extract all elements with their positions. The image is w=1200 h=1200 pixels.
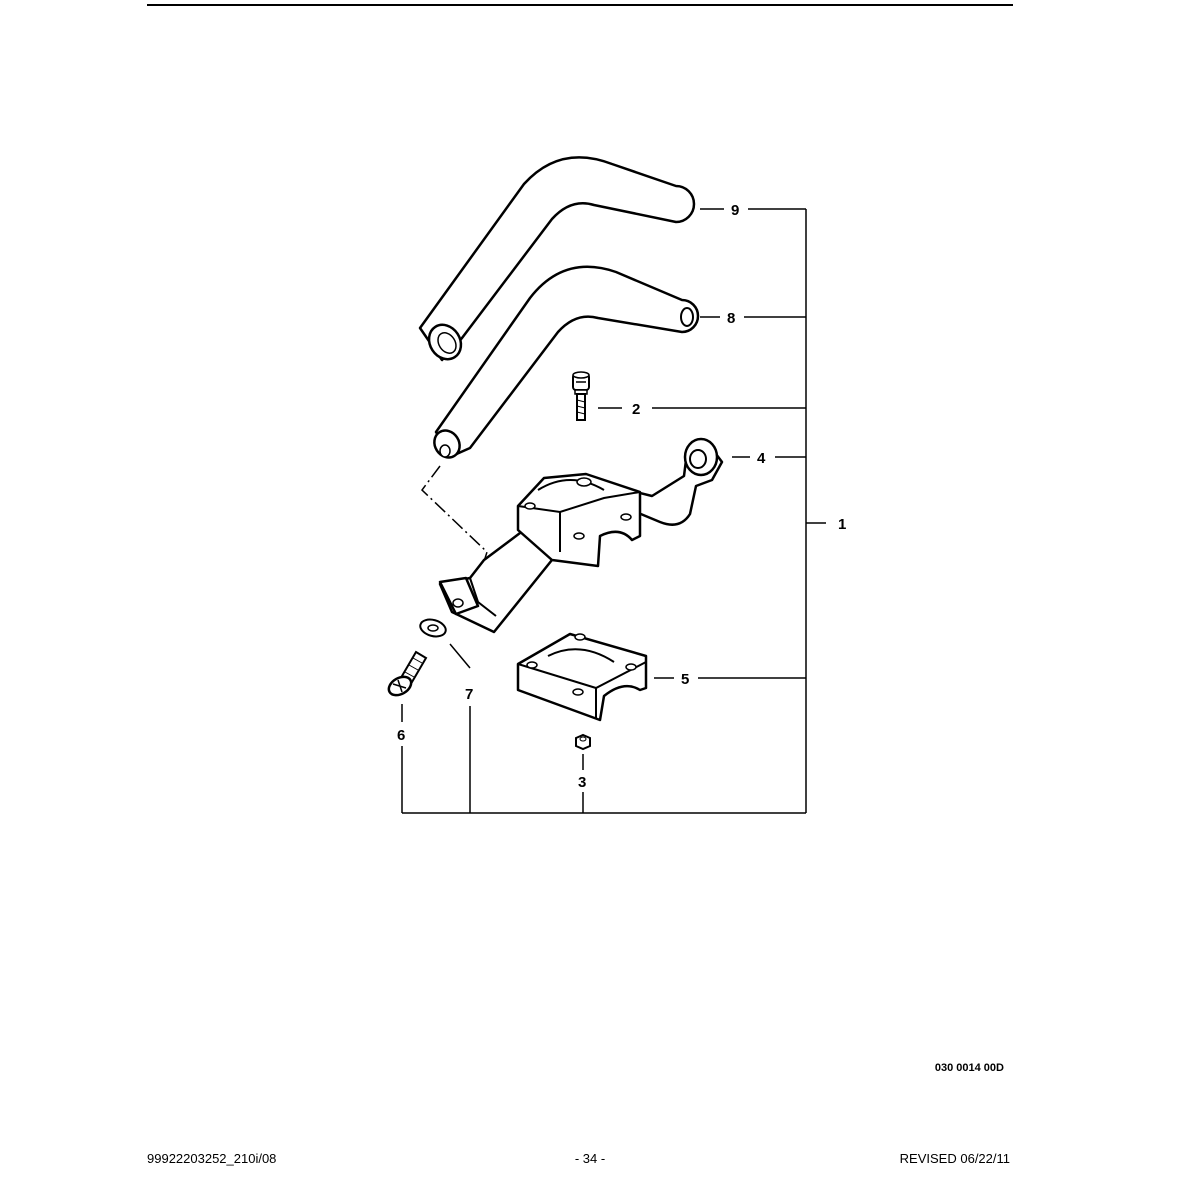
- footer-doc-number: 99922203252_210i/08: [147, 1151, 277, 1166]
- callout-9: 9: [731, 202, 739, 219]
- callout-7: 7: [465, 686, 473, 703]
- callout-2: 2: [632, 401, 640, 418]
- callout-6: 6: [397, 727, 405, 744]
- part-6-screw: [387, 650, 428, 697]
- footer-page-number: - 34 -: [574, 1151, 606, 1166]
- part-5-clamp: [516, 632, 648, 722]
- leader-lines: [401, 208, 826, 814]
- callout-1: 1: [838, 516, 846, 533]
- part-8-handle-tube: [433, 265, 700, 459]
- part-2-bolt: [572, 371, 590, 421]
- callout-4: 4: [757, 450, 766, 467]
- top-rule: [147, 4, 1013, 6]
- footer-revision: REVISED 06/22/11: [899, 1151, 1010, 1166]
- part-4-bracket: [421, 437, 724, 634]
- callout-5: 5: [681, 671, 689, 688]
- callout-8: 8: [727, 310, 735, 327]
- drawing-code: 030 0014 00D: [934, 1062, 1004, 1074]
- part-7-washer: [419, 618, 447, 638]
- callout-3: 3: [578, 774, 586, 791]
- part-9-handle-tube: [418, 156, 696, 362]
- part-3-nut: [575, 733, 591, 751]
